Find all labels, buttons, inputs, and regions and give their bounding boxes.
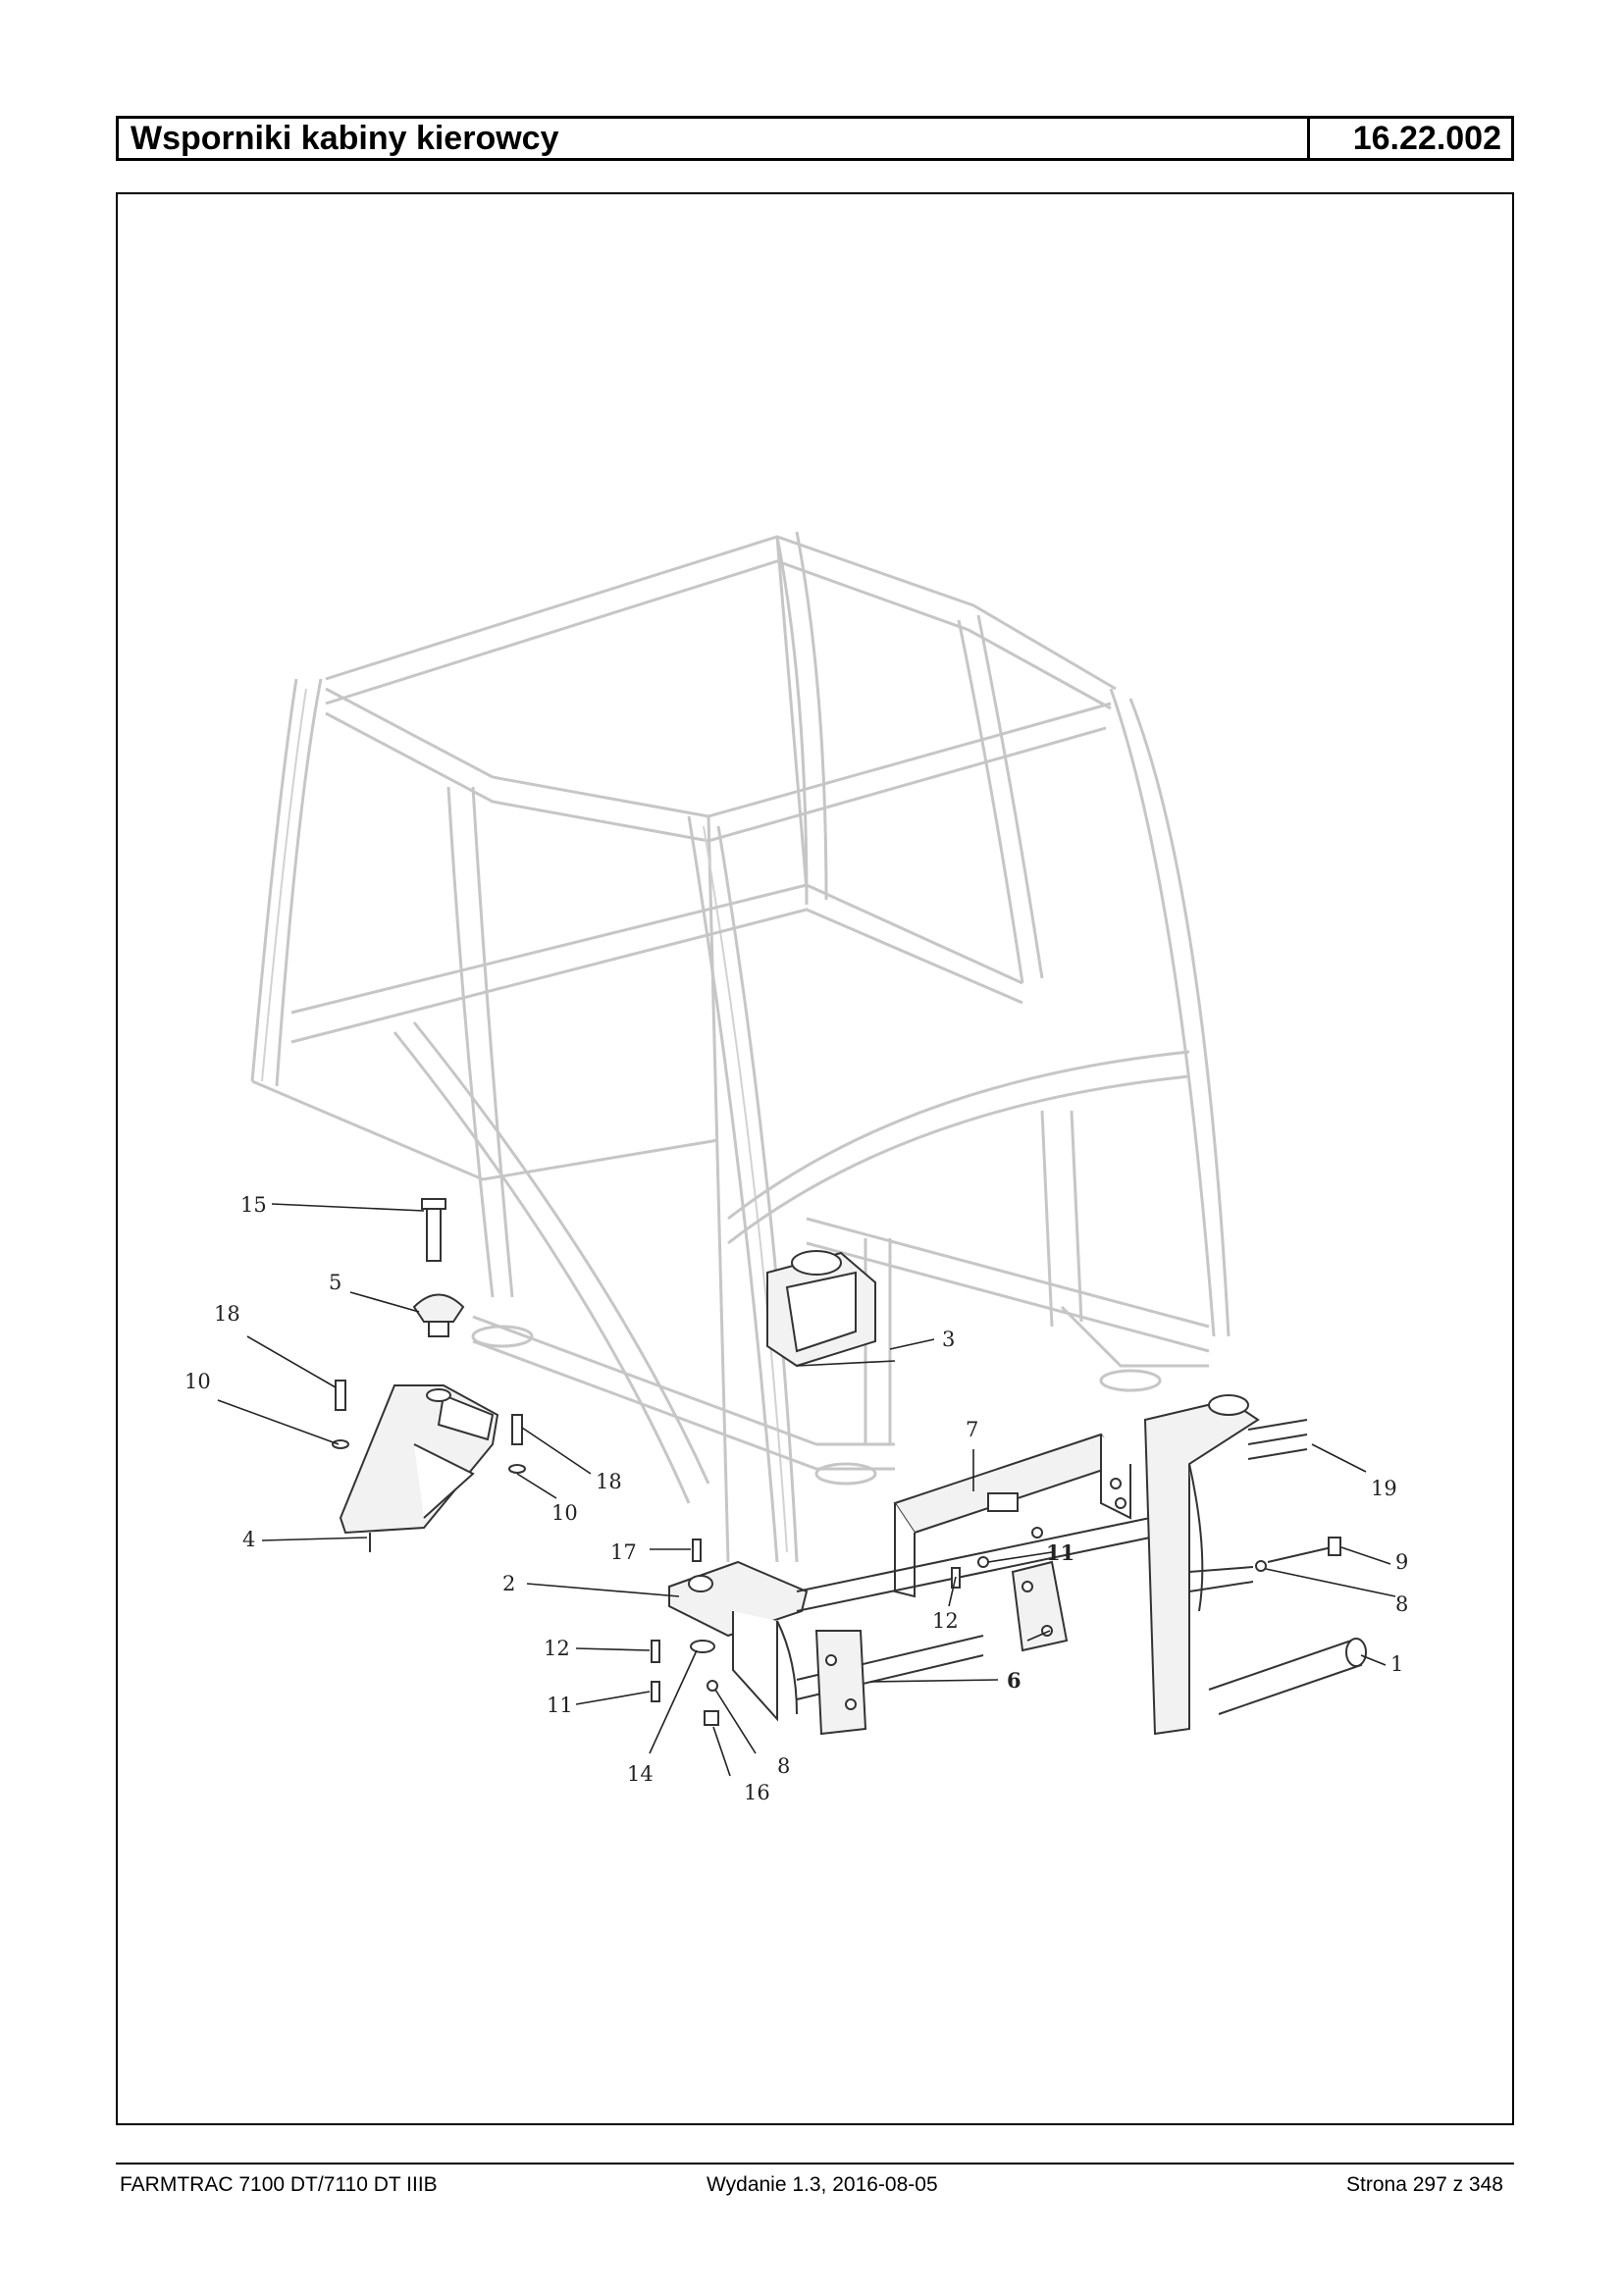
part-2-bracket <box>668 1517 1151 1722</box>
footer-page: Strona 297 z 348 <box>1346 2173 1503 2196</box>
callout-5: 5 <box>329 1271 341 1294</box>
callout-16: 16 <box>744 1781 770 1804</box>
callout-10-left: 10 <box>184 1370 211 1393</box>
footer-model: FARMTRAC 7100 DT/7110 DT IIIB <box>120 2173 438 2196</box>
leader-lines <box>217 1203 1396 1777</box>
callout-3: 3 <box>942 1328 955 1351</box>
page-header: Wsporniki kabiny kierowcy 16.22.002 <box>116 116 1514 161</box>
part-3-mount <box>766 1250 896 1368</box>
callout-18-left: 18 <box>214 1302 240 1326</box>
cab-frame <box>250 531 1231 1563</box>
callout-8-right: 8 <box>1395 1592 1408 1616</box>
callout-18-right: 18 <box>596 1470 622 1493</box>
footer-divider <box>116 2163 1514 2165</box>
page-title: Wsporniki kabiny kierowcy <box>119 119 1310 158</box>
callout-2: 2 <box>502 1572 515 1595</box>
part-5-rubber <box>412 1293 465 1337</box>
callout-17: 17 <box>610 1540 637 1564</box>
part-14-washer <box>690 1640 715 1653</box>
callout-4: 4 <box>242 1528 255 1551</box>
part-1-bracket <box>1143 1394 1367 1736</box>
callout-numbers: 15 5 18 10 4 18 10 3 7 19 9 8 1 11 12 6 … <box>184 1193 1408 1804</box>
callout-15: 15 <box>240 1193 267 1217</box>
diagram-frame: 15 5 18 10 4 18 10 3 7 19 9 8 1 11 12 6 … <box>116 192 1514 2125</box>
part-15-bolt <box>421 1198 446 1262</box>
part-18-screw-left <box>332 1380 349 1449</box>
part-6-pad-left <box>814 1630 867 1736</box>
callout-7: 7 <box>966 1418 978 1441</box>
part-8-washer-left <box>707 1680 718 1692</box>
callout-9: 9 <box>1395 1550 1408 1574</box>
part-18-screw-right <box>508 1414 526 1474</box>
callout-10-right: 10 <box>551 1501 578 1525</box>
part-12-screw-left <box>651 1640 660 1663</box>
part-19-bolts <box>1247 1419 1308 1460</box>
callout-12-right: 12 <box>932 1609 959 1633</box>
callout-11-left: 11 <box>547 1694 573 1717</box>
section-code: 16.22.002 <box>1352 120 1501 157</box>
part-17-screw <box>692 1539 702 1562</box>
part-8-washer-right <box>1255 1560 1267 1572</box>
footer-edition: Wydanie 1.3, 2016-08-05 <box>707 2173 938 2196</box>
callout-11-right: 11 <box>1046 1540 1074 1565</box>
part-4-bracket <box>339 1384 499 1552</box>
part-7-crossbar <box>893 1433 1131 1598</box>
part-9-bolt <box>1267 1537 1341 1563</box>
callout-8-left: 8 <box>777 1754 790 1778</box>
part-16-nut <box>704 1710 719 1726</box>
callout-19: 19 <box>1371 1477 1397 1500</box>
exploded-diagram: 15 5 18 10 4 18 10 3 7 19 9 8 1 11 12 6 … <box>184 531 1408 1804</box>
callout-12-left: 12 <box>544 1637 570 1660</box>
part-11-screw-left <box>651 1681 660 1702</box>
callout-6: 6 <box>1007 1668 1022 1693</box>
part-11-screw-right <box>977 1556 989 1568</box>
callout-1: 1 <box>1390 1652 1403 1676</box>
part-6-pad-right <box>1011 1560 1069 1652</box>
callout-14: 14 <box>627 1762 654 1786</box>
